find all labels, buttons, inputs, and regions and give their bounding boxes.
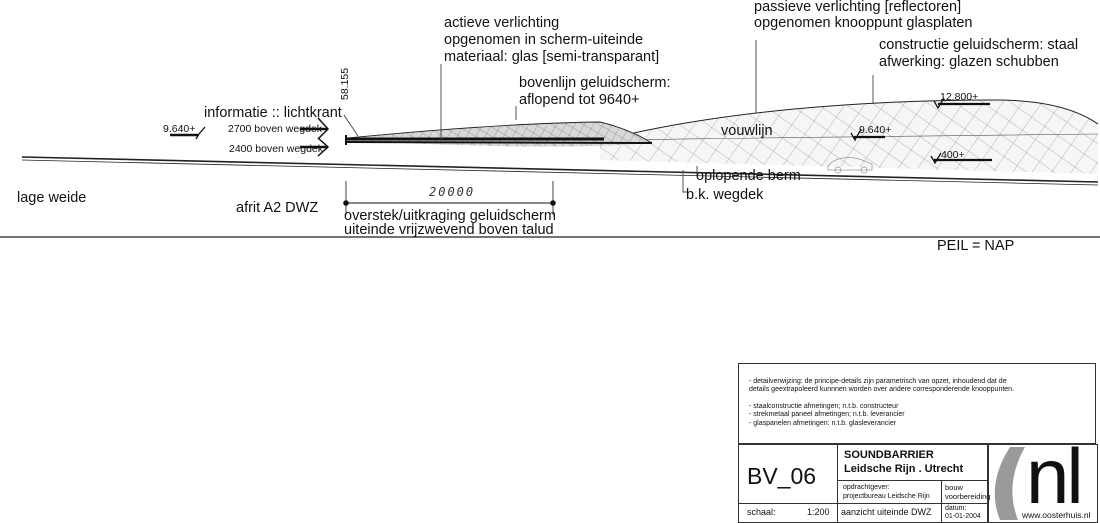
titleblock-scale-cell: schaal: 1:200	[738, 503, 839, 523]
level-markers	[170, 97, 992, 165]
label-fold-line: vouwlijn	[721, 123, 773, 139]
label-low-meadow: lage weide	[17, 190, 87, 206]
dimension-20000-value: 20000	[429, 185, 476, 199]
client-name: projectbureau Leidsche Rijn	[843, 493, 930, 500]
label-bk-road: b.k. wegdek	[686, 187, 764, 203]
titleblock-logo-cell: nl www.oosterhuis.nl	[987, 437, 1098, 523]
road-lines	[0, 156, 1100, 238]
titleblock-date-cell: datum: 01-01-2004	[941, 503, 989, 523]
date-label: datum:	[945, 505, 967, 512]
titleblock-phase-cell: bouw voorbereiding	[941, 480, 991, 505]
dimension-20000	[343, 181, 556, 215]
client-label: opdrachtgever:	[843, 484, 890, 491]
label-overhang: overstek/uitkraging geluidscherm uiteind…	[344, 208, 556, 238]
title-block: - detailverwijzing: de principe-details …	[738, 363, 1098, 523]
level-12800: 12.800+	[940, 91, 979, 103]
label-info-lightboard: informatie :: lichtkrant	[204, 105, 342, 121]
label-passive-lighting: passieve verlichting [reflectoren] opgen…	[754, 0, 973, 31]
phase-line1: bouw	[945, 483, 963, 492]
level-9640-right: 9.640+	[859, 124, 892, 136]
scale-value: 1:200	[807, 507, 830, 517]
label-road-2400: 2400 boven wegdek	[229, 143, 323, 155]
project-title: SOUNDBARRIER	[844, 449, 934, 461]
label-top-line: bovenlijn geluidscherm: aflopend tot 964…	[519, 75, 671, 108]
titleblock-project-cell: SOUNDBARRIER Leidsche Rijn . Utrecht	[837, 444, 989, 482]
titleblock-code-cell: BV_06	[738, 444, 839, 505]
label-active-lighting: actieve verlichting opgenomen in scherm-…	[444, 15, 660, 65]
logo-text: nl	[1026, 432, 1084, 520]
label-construction: constructie geluidscherm: staal afwerkin…	[879, 37, 1079, 70]
phase-line2: voorbereiding	[945, 492, 991, 501]
titleblock-notes: - detailverwijzing: de principe-details …	[738, 363, 1096, 444]
date-value: 01-01-2004	[945, 513, 981, 520]
car-silhouette	[827, 157, 873, 174]
label-rising-berm: oplopende berm	[696, 168, 801, 184]
logo-swoosh	[994, 447, 1025, 520]
label-peil: PEIL = NAP	[937, 238, 1015, 254]
dimension-58155: 58.155	[339, 67, 351, 100]
leader-lines	[343, 40, 874, 193]
level-400: 400+	[941, 149, 965, 161]
website: www.oosterhuis.nl	[1022, 510, 1091, 520]
view-name: aanzicht uiteinde DWZ	[841, 507, 932, 517]
level-9640-left: 9.640+	[163, 123, 196, 135]
titleblock-client-cell: opdrachtgever: projectbureau Leidsche Ri…	[837, 480, 943, 505]
label-exit-a2: afrit A2 DWZ	[236, 200, 319, 216]
titleblock-view-cell: aanzicht uiteinde DWZ	[837, 503, 943, 523]
label-road-2700: 2700 boven wegdek	[228, 123, 322, 135]
soundbarrier-body	[599, 99, 1099, 174]
drawing-code: BV_06	[747, 463, 817, 489]
scale-label: schaal:	[747, 507, 776, 517]
project-subtitle: Leidsche Rijn . Utrecht	[844, 463, 964, 475]
